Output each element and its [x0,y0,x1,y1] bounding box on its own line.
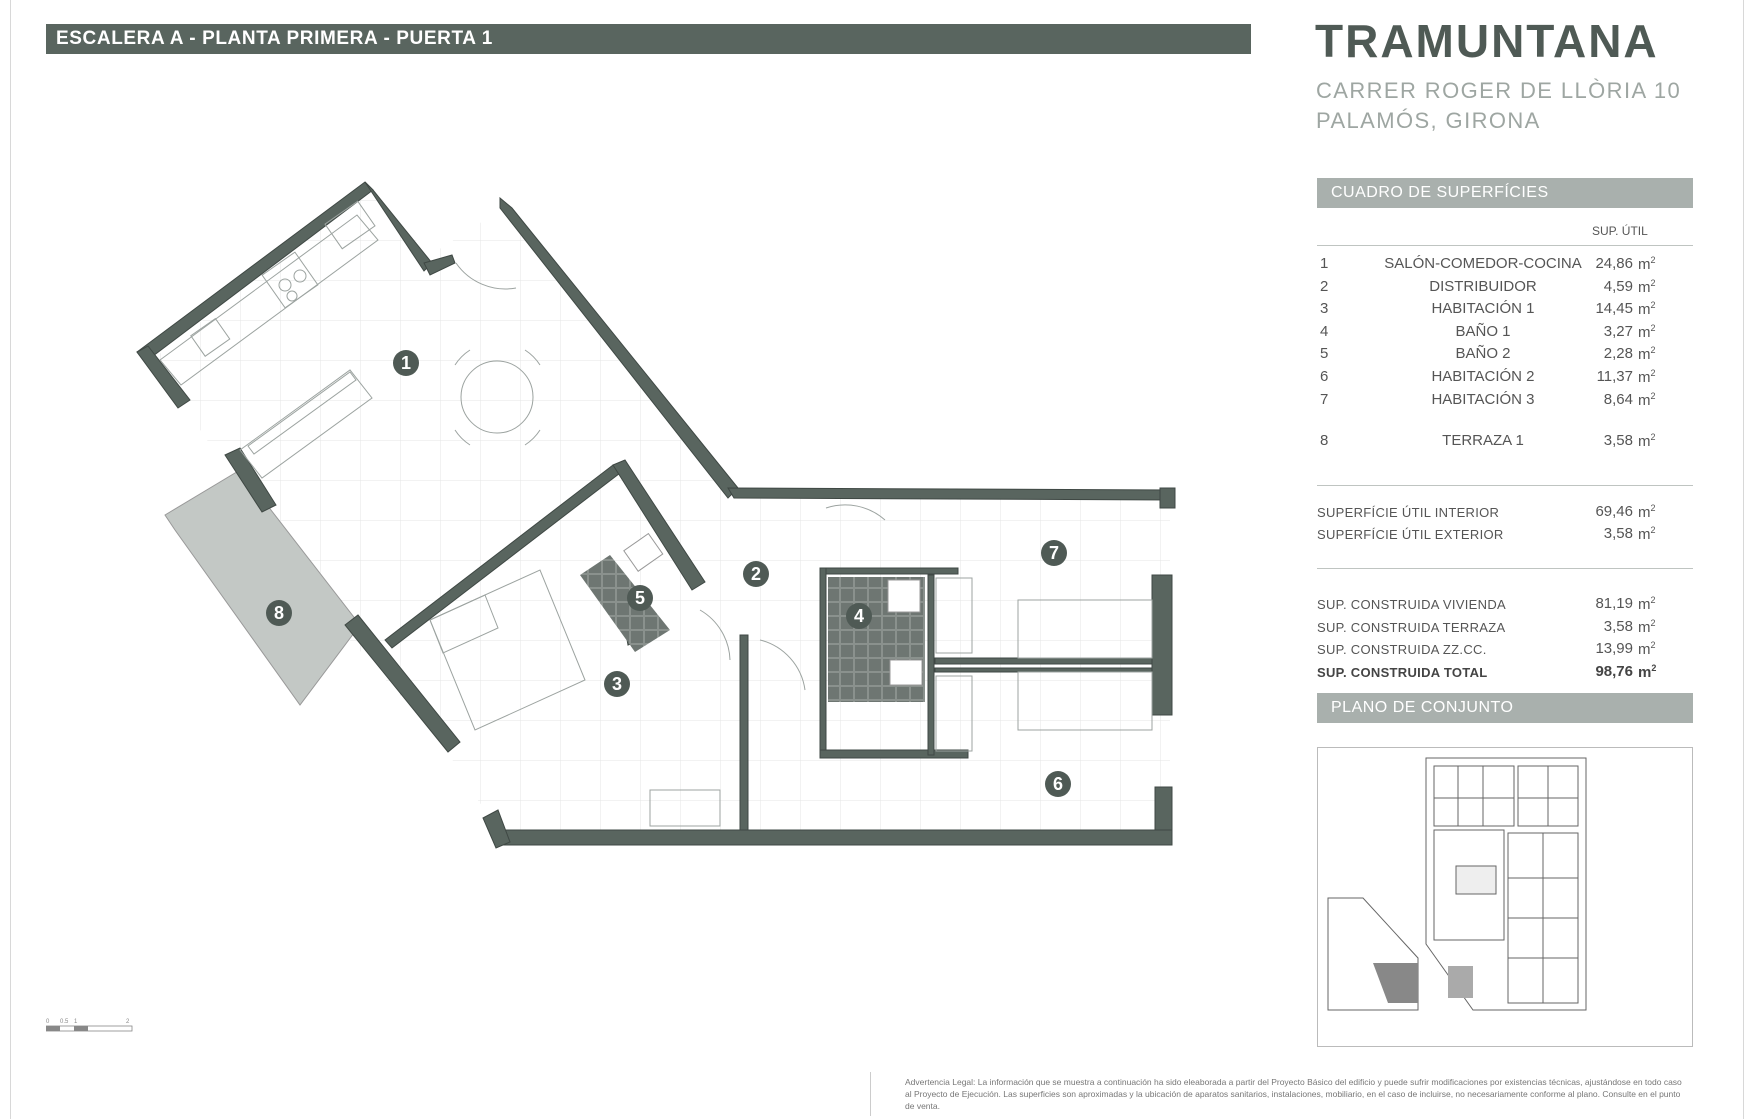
room-label-3: 3 [612,674,622,694]
table-row-terrace: 8 TERRAZA 1 3,58 m2 [1320,432,1656,450]
table-row-built: SUP. CONSTRUIDA TERRAZA 3,58 m2 [1317,617,1656,636]
frame-right-line [1743,0,1744,1119]
surfaces-section-title: CUADRO DE SUPERFÍCIES [1317,178,1693,208]
room-label-2: 2 [751,564,761,584]
table-row-room: 5 BAÑO 2 2,28 m2 [1320,345,1656,364]
table-row-room: 4 BAÑO 1 3,27 m2 [1320,322,1656,341]
room-label-8: 8 [274,603,284,623]
useful-surface-header: SUP. ÚTIL [1592,224,1648,238]
svg-text:0.5: 0.5 [60,1019,69,1025]
svg-text:0: 0 [46,1019,50,1025]
table-row-room: 6 HABITACIÓN 2 11,37 m2 [1320,368,1656,386]
site-plan-section-title: PLANO DE CONJUNTO [1317,693,1693,723]
svg-text:1: 1 [74,1019,78,1025]
floor-plan: 1 2 3 4 5 6 7 8 [136,181,1176,849]
address-line-1: CARRER ROGER DE LLÒRIA 10 [1316,78,1682,103]
legal-separator [870,1072,871,1116]
room-label-4: 4 [854,606,864,626]
bathroom-2-tiles [580,555,670,652]
table-row-useful: SUPERFÍCIE ÚTIL EXTERIOR 3,58 m2 [1317,525,1656,543]
table-rule [1317,245,1693,246]
legal-notice: Advertencia Legal: La información que se… [905,1077,1682,1111]
table-row-room: 7 HABITACIÓN 3 8,64 m2 [1320,390,1656,409]
table-rule [1317,568,1693,569]
table-row-useful: SUPERFÍCIE ÚTIL INTERIOR 69,46 m2 [1317,503,1656,521]
table-row-built: SUP. CONSTRUIDA VIVIENDA 81,19 m2 [1317,595,1656,613]
table-row-room: 2 DISTRIBUIDOR 4,59 m2 [1320,277,1656,296]
table-row-room: 1 SALÓN-COMEDOR-COCINA 24,86 m2 [1320,255,1656,273]
brand-name: TRAMUNTANA [1315,15,1659,67]
table-row-built: SUP. CONSTRUIDA TOTAL 98,76 m2 [1317,662,1657,681]
plan-title-bar: ESCALERA A - PLANTA PRIMERA - PUERTA 1 [46,24,1251,54]
room-label-6: 6 [1053,774,1063,794]
table-rule [1317,485,1693,486]
address-line-2: PALAMÓS, GIRONA [1316,108,1541,133]
table-row-room: 3 HABITACIÓN 1 14,45 m2 [1320,300,1656,319]
site-plan-map [1317,747,1693,1047]
frame-left-line [10,0,11,1119]
room-label-5: 5 [635,588,645,608]
svg-text:2: 2 [126,1019,130,1025]
table-row-built: SUP. CONSTRUIDA ZZ.CC. 13,99 m2 [1317,640,1656,658]
room-label-7: 7 [1049,543,1059,563]
room-label-1: 1 [401,353,411,373]
terrace-area [164,469,361,706]
scale-bar: 0 0.5 1 2 [46,1019,133,1032]
